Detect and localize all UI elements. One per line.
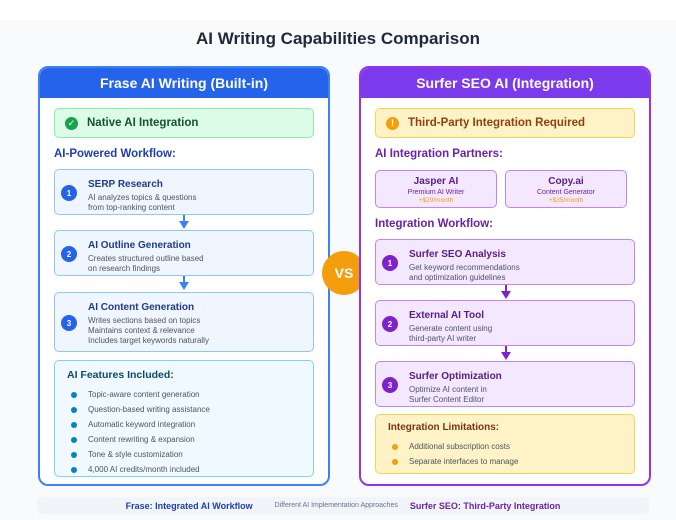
feature-text: Content rewriting & expansion: [88, 434, 195, 444]
arrow-down-icon: [501, 352, 511, 360]
native-integration-badge: ✓ Native AI Integration: [54, 108, 314, 138]
arrow-down-icon: [501, 291, 511, 299]
surfer-panel-header: Surfer SEO AI (Integration): [361, 68, 649, 98]
limitation-text: Separate interfaces to manage: [409, 457, 519, 466]
step-number: 1: [382, 255, 398, 271]
feature-item: Content rewriting & expansion: [71, 432, 210, 447]
bullet-icon: [71, 436, 77, 443]
feature-text: Question-based writing assistance: [88, 404, 210, 414]
check-circle-icon: ✓: [65, 116, 78, 130]
partner-name: Copy.ai: [548, 176, 584, 187]
step-desc: Writes sections based on topics: [88, 316, 201, 325]
step-desc: and optimization guidelines: [409, 273, 506, 282]
feature-item: Tone & style customization: [71, 447, 210, 462]
partner-card-copyai: Copy.ai Content Generator +$35/month: [505, 170, 627, 208]
limitation-item: Additional subscription costs: [392, 439, 518, 454]
partner-desc: Premium AI Writer: [407, 189, 465, 196]
feature-item: 4,000 AI credits/month included: [71, 462, 210, 477]
badge-label: Native AI Integration: [87, 117, 199, 129]
limitations-title: Integration Limitations:: [388, 422, 500, 433]
integration-limitations-box: Integration Limitations: Additional subs…: [375, 414, 635, 474]
step-desc: Optimize AI content in: [409, 385, 487, 394]
features-title: AI Features Included:: [67, 369, 174, 381]
step-number: 3: [382, 377, 398, 393]
feature-text: Tone & style customization: [88, 449, 183, 459]
bullet-icon: [71, 421, 77, 428]
frase-panel: Frase AI Writing (Built-in) ✓ Native AI …: [38, 66, 330, 486]
feature-text: Topic-aware content generation: [88, 389, 200, 399]
vs-badge: VS: [322, 251, 366, 295]
step-desc: Maintains context & relevance: [88, 326, 195, 335]
step-title: AI Content Generation: [88, 302, 195, 313]
limitation-text: Additional subscription costs: [409, 442, 510, 451]
partner-card-jasper: Jasper AI Premium AI Writer +$29/month: [375, 170, 497, 208]
feature-item: Automatic keyword integration: [71, 417, 210, 432]
step-title: Surfer Optimization: [409, 371, 502, 382]
step-number: 2: [61, 246, 77, 262]
integration-workflow-label: Integration Workflow:: [375, 218, 493, 230]
step-desc: Includes target keywords naturally: [88, 336, 209, 345]
feature-item: Question-based writing assistance: [71, 402, 210, 417]
step-number: 1: [61, 185, 77, 201]
bullet-icon: [392, 443, 398, 450]
partner-desc: Content Generator: [537, 189, 595, 196]
partner-price: +$29/month: [418, 197, 454, 204]
workflow-step: 1 SERP Research AI analyzes topics & que…: [54, 169, 314, 215]
bullet-icon: [71, 451, 77, 458]
workflow-step: 1 Surfer SEO Analysis Get keyword recomm…: [375, 239, 635, 285]
partners-label: AI Integration Partners:: [375, 148, 503, 160]
feature-text: Automatic keyword integration: [88, 419, 196, 429]
partner-price: +$35/month: [548, 197, 584, 204]
step-desc: Surfer Content Editor: [409, 395, 485, 404]
footer-middle-label: Different AI Implementation Approaches: [274, 502, 398, 509]
ai-features-box: AI Features Included: Topic-aware conten…: [54, 360, 314, 477]
arrow-down-icon: [179, 221, 189, 229]
footer-surfer-label: Surfer SEO: Third-Party Integration: [409, 500, 561, 511]
features-list: Topic-aware content generation Question-…: [71, 387, 210, 477]
frase-panel-header: Frase AI Writing (Built-in): [40, 68, 328, 98]
arrow-down-icon: [179, 282, 189, 290]
step-desc: on research findings: [88, 264, 161, 273]
step-desc: third-party AI writer: [409, 334, 477, 343]
bullet-icon: [71, 406, 77, 413]
step-title: SERP Research: [88, 179, 163, 190]
footer-frase-label: Frase: Integrated AI Workflow: [125, 500, 253, 511]
limitation-item: Separate interfaces to manage: [392, 454, 518, 469]
step-desc: Get keyword recommendations: [409, 263, 520, 272]
workflow-step: 3 AI Content Generation Writes sections …: [54, 292, 314, 352]
step-title: AI Outline Generation: [88, 240, 191, 251]
arrow-line: [183, 215, 185, 221]
step-number: 3: [61, 315, 77, 331]
footer-summary: Frase: Integrated AI Workflow Different …: [37, 497, 649, 514]
page-title: AI Writing Capabilities Comparison: [196, 29, 480, 48]
third-party-badge: ! Third-Party Integration Required: [375, 108, 635, 138]
badge-label: Third-Party Integration Required: [408, 117, 585, 129]
feature-item: Topic-aware content generation: [71, 387, 210, 402]
feature-text: 4,000 AI credits/month included: [88, 464, 200, 474]
surfer-panel: Surfer SEO AI (Integration) ! Third-Part…: [359, 66, 651, 486]
bullet-icon: [392, 458, 398, 465]
workflow-step: 3 Surfer Optimization Optimize AI conten…: [375, 361, 635, 407]
limitations-list: Additional subscription costs Separate i…: [392, 439, 518, 469]
warning-circle-icon: !: [386, 116, 399, 130]
arrow-line: [505, 346, 507, 352]
step-desc: Creates structured outline based: [88, 254, 204, 263]
workflow-step: 2 AI Outline Generation Creates structur…: [54, 230, 314, 276]
bullet-icon: [71, 391, 77, 398]
step-number: 2: [382, 316, 398, 332]
step-desc: AI analyzes topics & questions: [88, 193, 197, 202]
partner-name: Jasper AI: [413, 176, 459, 187]
bullet-icon: [71, 466, 77, 473]
step-desc: Generate content using: [409, 324, 493, 333]
workflow-step: 2 External AI Tool Generate content usin…: [375, 300, 635, 346]
arrow-line: [505, 285, 507, 291]
step-title: Surfer SEO Analysis: [409, 249, 506, 260]
step-desc: from top-ranking content: [88, 203, 175, 212]
workflow-label: AI-Powered Workflow:: [54, 148, 176, 160]
step-title: External AI Tool: [409, 310, 485, 321]
arrow-line: [183, 276, 185, 282]
